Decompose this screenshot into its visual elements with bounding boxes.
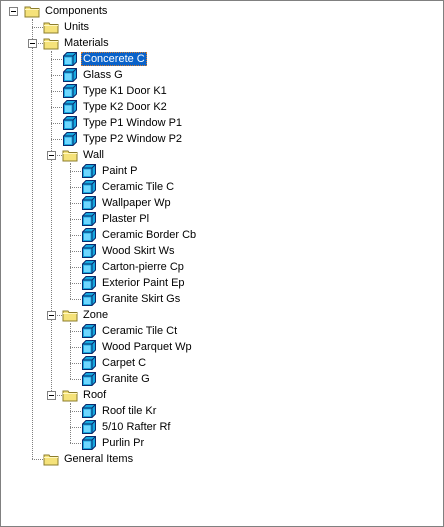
tree-node-label: Paint P xyxy=(102,165,138,177)
tree-node-carton-pierre-cp[interactable]: Carton-pierre Cp xyxy=(1,259,441,275)
tree-node-type-k1-door-k1[interactable]: Type K1 Door K1 xyxy=(1,83,441,99)
component-icon xyxy=(62,131,78,147)
component-icon xyxy=(81,371,97,387)
tree-node-components[interactable]: Components xyxy=(1,3,441,19)
tree-node-label: Type P2 Window P2 xyxy=(83,133,183,145)
tree-node-type-k2-door-k2[interactable]: Type K2 Door K2 xyxy=(1,99,441,115)
tree-node-label: Ceramic Border Cb xyxy=(102,229,197,241)
tree-node-label: Type K2 Door K2 xyxy=(83,101,167,113)
folder-icon xyxy=(62,147,78,163)
tree-node-paint-p[interactable]: Paint P xyxy=(1,163,441,179)
tree-node-5-10-rafter-rf[interactable]: 5/10 Rafter Rf xyxy=(1,419,441,435)
tree-node-wood-parquet-wp[interactable]: Wood Parquet Wp xyxy=(1,339,441,355)
component-icon xyxy=(62,83,78,99)
component-icon xyxy=(81,195,97,211)
tree-node-wall[interactable]: Wall xyxy=(1,147,441,163)
tree-node-glass-g[interactable]: Glass G xyxy=(1,67,441,83)
component-icon xyxy=(81,419,97,435)
component-icon xyxy=(81,291,97,307)
collapse-toggle[interactable] xyxy=(47,151,56,160)
component-icon xyxy=(62,51,78,67)
tree-node-type-p1-window-p1[interactable]: Type P1 Window P1 xyxy=(1,115,441,131)
component-icon xyxy=(81,275,97,291)
component-icon xyxy=(81,355,97,371)
component-icon xyxy=(81,435,97,451)
tree-node-label: Granite Skirt Gs xyxy=(102,293,181,305)
tree-node-label: Units xyxy=(64,21,90,33)
tree-node-label: Ceramic Tile Ct xyxy=(102,325,178,337)
tree-node-label: Carton-pierre Cp xyxy=(102,261,184,273)
tree-node-ceramic-border-cb[interactable]: Ceramic Border Cb xyxy=(1,227,441,243)
tree-node-label: Materials xyxy=(64,37,109,49)
folder-icon xyxy=(43,19,59,35)
tree-node-units[interactable]: Units xyxy=(1,19,441,35)
tree-node-label: Carpet C xyxy=(102,357,147,369)
tree-node-label: Type K1 Door K1 xyxy=(83,85,167,97)
tree-node-label: General Items xyxy=(64,453,134,465)
tree-node-label: Plaster Pl xyxy=(102,213,150,225)
tree-node-purlin-pr[interactable]: Purlin Pr xyxy=(1,435,441,451)
tree-node-ceramic-tile-ct[interactable]: Ceramic Tile Ct xyxy=(1,323,441,339)
tree-node-label: Glass G xyxy=(83,69,123,81)
component-icon xyxy=(81,339,97,355)
tree-node-granite-g[interactable]: Granite G xyxy=(1,371,441,387)
tree-node-wood-skirt-ws[interactable]: Wood Skirt Ws xyxy=(1,243,441,259)
component-icon xyxy=(81,323,97,339)
component-icon xyxy=(62,67,78,83)
component-icon xyxy=(81,403,97,419)
collapse-toggle[interactable] xyxy=(47,311,56,320)
component-icon xyxy=(81,259,97,275)
tree-node-carpet-c[interactable]: Carpet C xyxy=(1,355,441,371)
tree-node-materials[interactable]: Materials xyxy=(1,35,441,51)
tree-node-label: Roof tile Kr xyxy=(102,405,157,417)
tree-node-label: Wood Skirt Ws xyxy=(102,245,175,257)
collapse-toggle[interactable] xyxy=(47,391,56,400)
folder-icon xyxy=(43,451,59,467)
component-icon xyxy=(62,99,78,115)
tree-node-general-items[interactable]: General Items xyxy=(1,451,441,467)
tree-node-label: Wood Parquet Wp xyxy=(102,341,192,353)
component-icon xyxy=(81,211,97,227)
tree-node-wallpaper-wp[interactable]: Wallpaper Wp xyxy=(1,195,441,211)
tree-node-label: Type P1 Window P1 xyxy=(83,117,183,129)
tree-node-label: Components xyxy=(45,5,108,17)
tree-node-label: 5/10 Rafter Rf xyxy=(102,421,171,433)
tree-node-zone[interactable]: Zone xyxy=(1,307,441,323)
tree-node-roof[interactable]: Roof xyxy=(1,387,441,403)
tree-node-concerete-c[interactable]: Concerete C xyxy=(1,51,441,67)
tree-node-ceramic-tile-c[interactable]: Ceramic Tile C xyxy=(1,179,441,195)
folder-icon xyxy=(62,387,78,403)
tree-node-label: Wall xyxy=(83,149,104,161)
folder-icon xyxy=(43,35,59,51)
tree-node-granite-skirt-gs[interactable]: Granite Skirt Gs xyxy=(1,291,441,307)
tree-node-label: Zone xyxy=(83,309,109,321)
tree-node-label: Roof xyxy=(83,389,107,401)
collapse-toggle[interactable] xyxy=(28,39,37,48)
collapse-toggle[interactable] xyxy=(9,7,18,16)
folder-icon xyxy=(24,3,40,19)
tree-node-exterior-paint-ep[interactable]: Exterior Paint Ep xyxy=(1,275,441,291)
component-icon xyxy=(62,115,78,131)
tree-node-plaster-pl[interactable]: Plaster Pl xyxy=(1,211,441,227)
tree-node-label: Exterior Paint Ep xyxy=(102,277,185,289)
component-icon xyxy=(81,179,97,195)
tree-node-roof-tile-kr[interactable]: Roof tile Kr xyxy=(1,403,441,419)
component-icon xyxy=(81,243,97,259)
tree-node-type-p2-window-p2[interactable]: Type P2 Window P2 xyxy=(1,131,441,147)
tree-node-label: Concerete C xyxy=(81,52,147,66)
component-icon xyxy=(81,163,97,179)
tree-node-label: Wallpaper Wp xyxy=(102,197,171,209)
component-icon xyxy=(81,227,97,243)
folder-icon xyxy=(62,307,78,323)
tree-node-label: Granite G xyxy=(102,373,150,385)
tree-node-label: Purlin Pr xyxy=(102,437,145,449)
tree-node-label: Ceramic Tile C xyxy=(102,181,175,193)
